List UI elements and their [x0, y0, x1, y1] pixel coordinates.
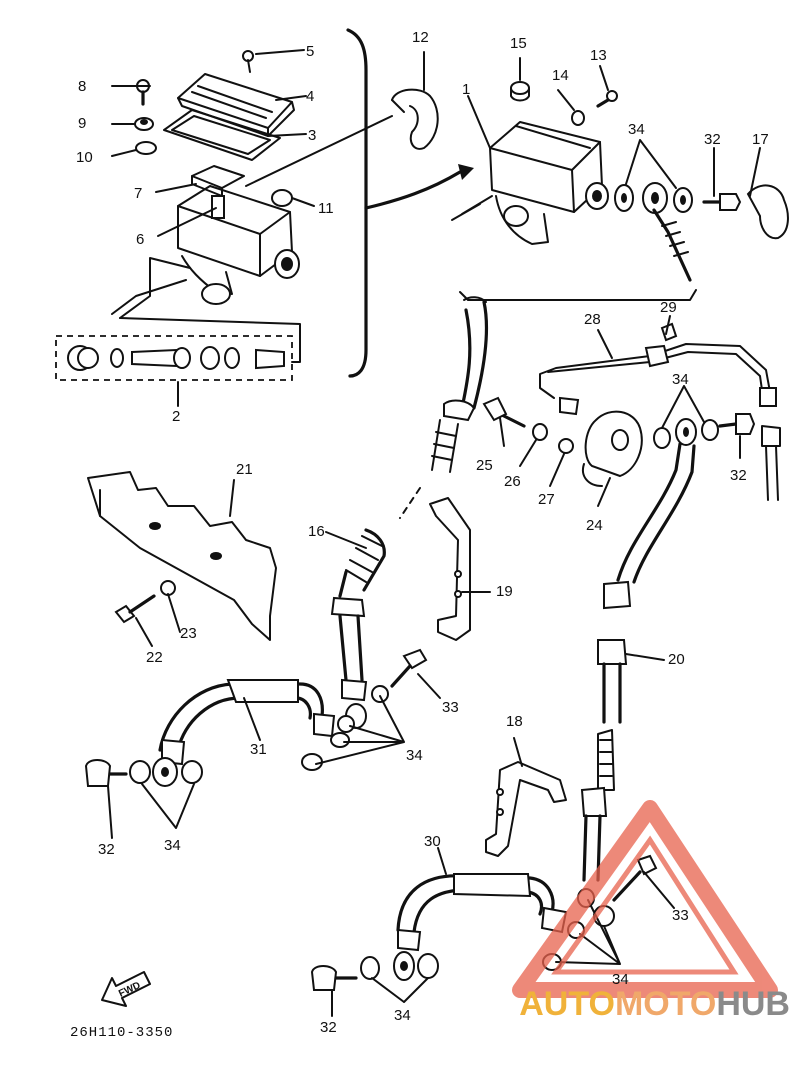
- bracket-19: [429, 497, 471, 641]
- assembly-arrow: [364, 170, 462, 210]
- callout-34-d: 34: [164, 837, 181, 854]
- joint-24: [582, 410, 643, 487]
- callout-32-c: 32: [98, 841, 115, 858]
- leader-lines: [107, 49, 761, 1017]
- callout-34-e: 34: [612, 971, 629, 988]
- callout-33-a: 33: [442, 699, 459, 716]
- section-divider: [346, 28, 368, 378]
- callout-23: 23: [180, 625, 197, 642]
- watermark-text: AUTOMOTOHUB: [519, 985, 790, 1024]
- callout-32-a: 32: [704, 131, 721, 148]
- callout-33-b: 33: [672, 907, 689, 924]
- washer-23: [160, 580, 176, 596]
- callout-30: 30: [424, 833, 441, 850]
- callout-34-a: 34: [628, 121, 645, 138]
- callout-5: 5: [306, 43, 314, 60]
- callout-2: 2: [172, 408, 180, 425]
- watermark-part-auto: AUTO: [519, 985, 615, 1023]
- master-cylinder-exploded: [55, 50, 439, 381]
- callout-18: 18: [506, 713, 523, 730]
- callout-13: 13: [590, 47, 607, 64]
- callout-27: 27: [538, 491, 555, 508]
- union-bolt-assembly-top: [614, 182, 789, 282]
- callout-32-d: 32: [320, 1019, 337, 1036]
- brake-hose-30: [310, 873, 568, 991]
- callout-16: 16: [308, 523, 325, 540]
- callout-28: 28: [584, 311, 601, 328]
- callout-31: 31: [250, 741, 267, 758]
- brake-hose-16: [330, 296, 488, 729]
- callout-labels: 5 8 4 9 3 10 7 11 6 2 12 15 13 1 14 34 3…: [76, 29, 769, 1036]
- brake-hose-20: [580, 442, 696, 882]
- callout-29: 29: [660, 299, 677, 316]
- brake-hose-31: [84, 679, 336, 787]
- callout-34-f: 34: [394, 1007, 411, 1024]
- washer-26: [532, 423, 548, 441]
- diagram-code: 26H110-3350: [70, 1025, 173, 1041]
- washer-27: [558, 438, 574, 454]
- brake-pipe-28: [539, 322, 777, 416]
- callout-24: 24: [586, 517, 603, 534]
- callout-26: 26: [504, 473, 521, 490]
- callout-25: 25: [476, 457, 493, 474]
- bracket-18: [485, 761, 567, 857]
- watermark-part-hub: HUB: [716, 985, 790, 1023]
- cover-21: [87, 471, 277, 641]
- callout-6: 6: [136, 231, 144, 248]
- callout-11: 11: [318, 200, 334, 217]
- callout-8: 8: [78, 78, 86, 95]
- bolt-22: [114, 604, 136, 624]
- master-cylinder-assembled: [451, 81, 618, 245]
- union-bolt-assembly-right: [653, 413, 781, 501]
- callout-20: 20: [668, 651, 685, 668]
- callout-21: 21: [236, 461, 253, 478]
- callout-1: 1: [462, 81, 470, 98]
- callout-17: 17: [752, 131, 769, 148]
- callout-34-b: 34: [672, 371, 689, 388]
- fwd-arrow: FWD: [101, 971, 151, 1007]
- callout-4: 4: [306, 88, 314, 105]
- callout-22: 22: [146, 649, 163, 666]
- callout-9: 9: [78, 115, 86, 132]
- callout-12: 12: [412, 29, 429, 46]
- washers-34-middle: [301, 648, 428, 771]
- callout-7: 7: [134, 185, 142, 202]
- callout-10: 10: [76, 149, 93, 166]
- callout-32-b: 32: [730, 467, 747, 484]
- callout-15: 15: [510, 35, 527, 52]
- callout-14: 14: [552, 67, 569, 84]
- watermark-part-moto: MOTO: [614, 985, 717, 1023]
- callout-34-c: 34: [406, 747, 423, 764]
- callout-3: 3: [308, 127, 316, 144]
- watermark-logo: [512, 800, 778, 998]
- callout-19: 19: [496, 583, 513, 600]
